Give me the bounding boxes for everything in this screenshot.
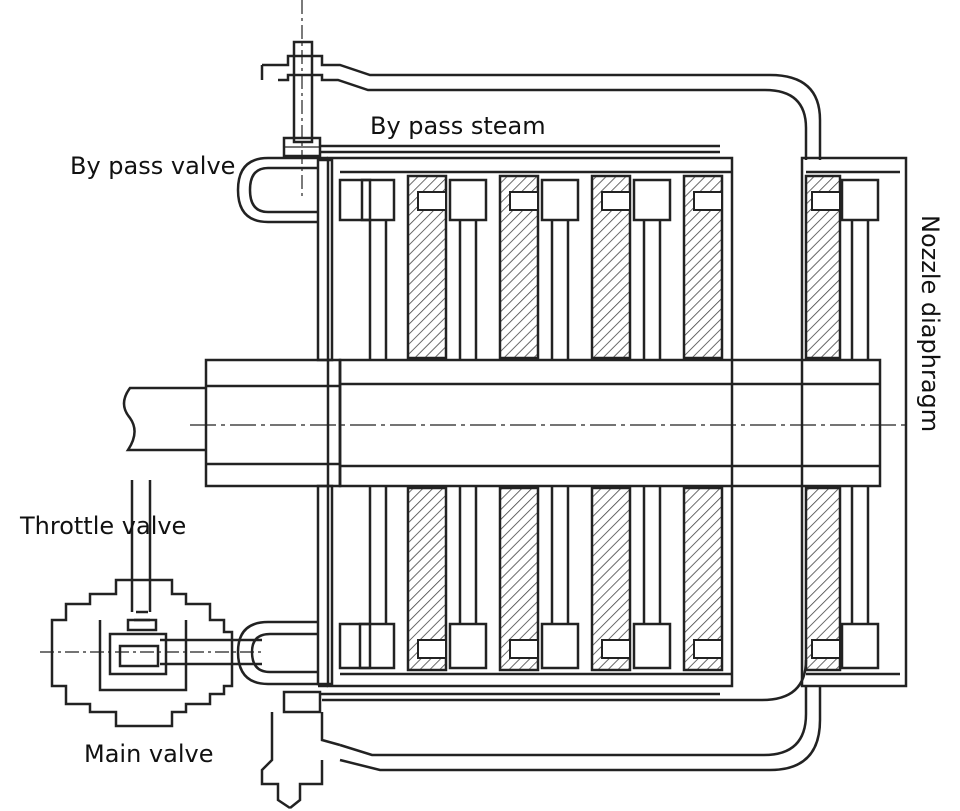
lower-blade-row: [338, 486, 880, 670]
casing-outline: [318, 156, 908, 688]
bypass-valve-stem: [282, 0, 322, 200]
diaphragm-slots: [340, 170, 900, 676]
nozzle-diaphragms: [406, 174, 842, 672]
main-valve-body: [260, 690, 341, 810]
label-nozzle-diaphragm-wrapper: Nozzle diaphragm: [906, 205, 946, 445]
label-main-valve: Main valve: [84, 740, 214, 768]
diaphragm-inner-pockets: [417, 191, 841, 659]
label-throttle-valve: Throttle valve: [20, 512, 187, 540]
label-nozzle-diaphragm: Nozzle diaphragm: [916, 215, 944, 433]
casing-left-wall: [316, 158, 334, 686]
shaft-extension: [122, 358, 342, 488]
upper-blade-row: [338, 178, 880, 360]
main-valve-loop: [40, 620, 318, 686]
label-bypass-steam: By pass steam: [370, 112, 546, 140]
bypass-valve-loop: [236, 156, 318, 224]
main-steam-pipe: [320, 659, 822, 772]
throttle-valve-housing: [50, 480, 234, 728]
bypass-steam-pipe: [260, 54, 822, 160]
rotor-shaft: [338, 358, 882, 488]
label-bypass-valve: By pass valve: [70, 152, 236, 180]
